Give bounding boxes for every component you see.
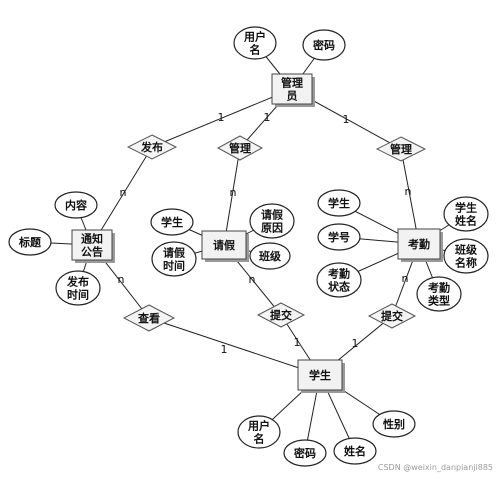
node-label: 用户 (248, 419, 270, 433)
node-label: 员 (287, 90, 298, 103)
node-label: 学生 (328, 196, 350, 210)
relationship-label: 查看 (138, 311, 160, 325)
attribute-stu-password: 密码 (283, 439, 327, 467)
node-label: 考勤 (428, 281, 450, 295)
relationship-label: 提交 (381, 309, 403, 323)
node-label: 考勤 (328, 267, 350, 281)
relationship-label: 提交 (270, 308, 292, 322)
attribute-leave-class: 班级 (249, 242, 291, 270)
cardinality-label: 1 (352, 337, 359, 350)
node-label: 学生 (161, 215, 183, 229)
node-label: 管理 (281, 76, 303, 90)
relationship-manage-leave: 管理 (216, 135, 264, 161)
node-label: 名 (254, 432, 265, 446)
entity-admin: 管理员 (271, 73, 315, 107)
node-label: 请假 (261, 208, 284, 222)
node-label: 通知 (81, 232, 103, 246)
connector-line (223, 147, 241, 246)
cardinality-label: n (405, 185, 412, 198)
node-label: 密码 (313, 38, 335, 52)
node-label: 姓名 (344, 444, 366, 458)
node-label: 性别 (383, 417, 405, 431)
attribute-stu-name: 姓名 (333, 437, 377, 465)
node-label: 用户 (244, 30, 266, 44)
attribute-notice-content: 内容 (54, 191, 98, 219)
entity-attendance: 考勤 (397, 228, 443, 262)
relationship-manage-attendance: 管理 (375, 136, 427, 162)
relationship-label: 管理 (390, 142, 412, 156)
attribute-att-student: 学生 (317, 189, 361, 217)
node-label: 学号 (328, 230, 350, 244)
node-label: 公告 (81, 245, 103, 259)
relationship-label: 发布 (140, 140, 163, 154)
relationship-submit-leave: 提交 (256, 302, 306, 328)
node-label: 请假 (213, 238, 236, 252)
attribute-stu-username: 用户名 (237, 415, 281, 449)
relationship-view: 查看 (122, 304, 176, 332)
attribute-notice-title: 标题 (8, 228, 52, 256)
cardinality-label: 1 (343, 113, 350, 126)
node-label: 名称 (455, 256, 477, 270)
cardinality-label: n (230, 186, 237, 199)
attribute-stu-gender: 性别 (372, 410, 416, 438)
watermark: CSDN @weixin_danpianji885 (378, 463, 493, 472)
node-label: 类型 (428, 294, 450, 308)
entity-student: 学生 (297, 359, 345, 393)
attribute-admin-username: 用户名 (233, 26, 277, 60)
connector-line (91, 146, 153, 246)
node-label: 发布 (66, 275, 89, 289)
connector-line (400, 148, 420, 245)
attribute-admin-password: 密码 (302, 29, 346, 61)
node-label: 时间 (163, 259, 185, 273)
connector-line (148, 317, 321, 376)
cardinality-label: 1 (264, 111, 271, 124)
relationship-submit-attendance: 提交 (367, 303, 417, 329)
node-label: 内容 (65, 198, 87, 212)
attribute-leave-student: 学生 (150, 208, 194, 236)
relationship-label: 管理 (229, 141, 251, 155)
node-label: 状态 (328, 280, 350, 294)
node-label: 请假 (163, 246, 186, 260)
node-label: 名 (250, 43, 261, 57)
cardinality-label: n (118, 273, 125, 286)
node-label: 时间 (67, 288, 89, 302)
node-label: 学生 (455, 201, 477, 215)
node-label: 班级 (259, 249, 282, 263)
node-label: 密码 (294, 446, 316, 460)
cardinality-label: 1 (221, 343, 228, 356)
node-label: 学生 (309, 368, 331, 382)
cardinality-label: 1 (218, 111, 225, 124)
node-label: 考勤 (408, 237, 430, 251)
cardinality-label: 1 (294, 336, 301, 349)
cardinality-label: n (120, 186, 127, 199)
attribute-att-id: 学号 (317, 223, 361, 251)
cardinality-label: n (402, 272, 409, 285)
node-label: 姓名 (455, 214, 477, 228)
connector-line (151, 88, 293, 148)
cardinality-label: n (249, 273, 256, 286)
relationship-publish: 发布 (126, 134, 178, 160)
node-label: 原因 (261, 222, 283, 235)
entity-leave: 请假 (201, 230, 249, 262)
node-label: 班级 (455, 243, 478, 257)
node-label: 标题 (18, 235, 42, 249)
